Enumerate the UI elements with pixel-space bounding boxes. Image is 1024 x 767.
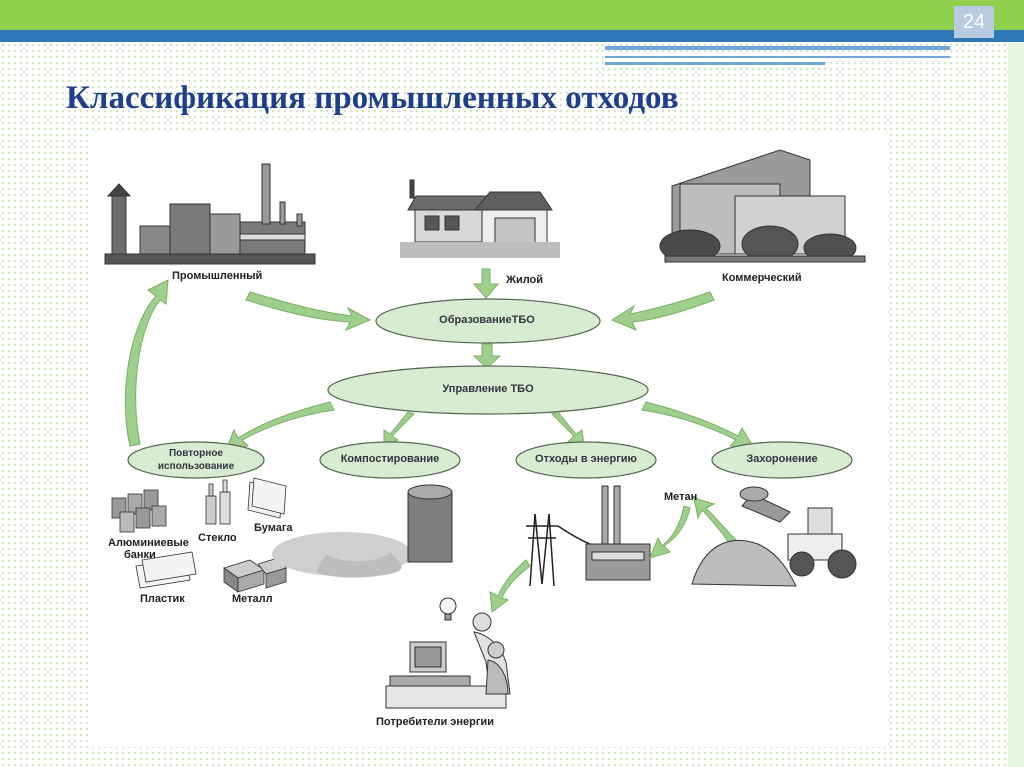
arrow-landfill-to-methane xyxy=(693,497,737,545)
energy-ellipse xyxy=(515,441,657,479)
label-plastic: Пластик xyxy=(140,593,185,605)
arrow-to-reuse xyxy=(225,401,335,451)
slide-number: 24 xyxy=(954,6,994,38)
label-methane: Метан xyxy=(664,491,698,503)
glass-bottles-icon xyxy=(205,479,231,525)
arrow-to-energy xyxy=(551,411,585,447)
label-paper: Бумага xyxy=(254,522,293,534)
decorative-line xyxy=(605,56,950,58)
energy-consumer-icon xyxy=(385,597,511,709)
label-glass: Стекло xyxy=(198,532,237,544)
label-aluminum-line2: банки xyxy=(124,549,156,561)
factory-icon xyxy=(104,163,316,265)
label-industrial: Промышленный xyxy=(172,270,263,282)
house-icon xyxy=(400,179,560,258)
arrow-reuse-to-industrial xyxy=(124,279,169,447)
label-generation: ОбразованиеТБО xyxy=(439,314,535,326)
decorative-line xyxy=(605,62,825,65)
label-aluminum-line1: Алюминиевые xyxy=(108,537,189,549)
composting-ellipse xyxy=(319,441,461,479)
paper-stack-icon xyxy=(247,477,287,519)
landfill-ellipse xyxy=(711,441,853,479)
label-composting: Компостирование xyxy=(340,453,440,465)
metal-boxes-icon xyxy=(223,557,287,593)
label-metal: Металл xyxy=(232,593,273,605)
compost-barrel-icon xyxy=(272,484,453,578)
label-energy-consumers: Потребители энергии xyxy=(376,716,494,728)
right-side-bar xyxy=(1008,42,1024,767)
label-management: Управление ТБО xyxy=(442,383,534,395)
landfill-bulldozer-icon xyxy=(691,486,857,587)
msw-flow-diagram xyxy=(104,149,866,709)
label-waste-to-energy: Отходы в энергию xyxy=(535,453,637,465)
arrow-to-landfill xyxy=(641,401,755,449)
management-ellipse xyxy=(327,365,649,415)
arrow-methane-to-plant xyxy=(649,505,691,559)
plastic-sheets-icon xyxy=(135,551,197,589)
label-reuse-line1: Повторное xyxy=(168,448,223,459)
power-tower-icon xyxy=(526,513,591,587)
aluminum-cans-icon xyxy=(111,489,167,533)
top-blue-bar xyxy=(0,30,1024,42)
label-residential: Жилой xyxy=(506,274,544,286)
power-plant-icon xyxy=(585,485,651,581)
decorative-line xyxy=(605,46,950,50)
arrow-generation-to-management xyxy=(472,343,502,369)
reuse-ellipse xyxy=(127,441,265,479)
office-building-icon xyxy=(659,149,866,263)
label-reuse-line2: использование xyxy=(157,461,235,472)
top-green-bar xyxy=(0,0,1024,30)
arrow-industrial-to-generation xyxy=(245,291,372,331)
label-commercial: Коммерческий xyxy=(722,272,802,284)
arrow-energy-to-consumers xyxy=(489,559,531,613)
slide-title: Классификация промышленных отходов xyxy=(66,80,679,116)
label-landfill: Захоронение xyxy=(746,453,818,465)
arrow-commercial-to-generation xyxy=(610,291,715,331)
arrow-residential-to-generation xyxy=(472,268,500,299)
generation-ellipse xyxy=(375,298,601,344)
arrow-to-composting xyxy=(383,411,415,447)
